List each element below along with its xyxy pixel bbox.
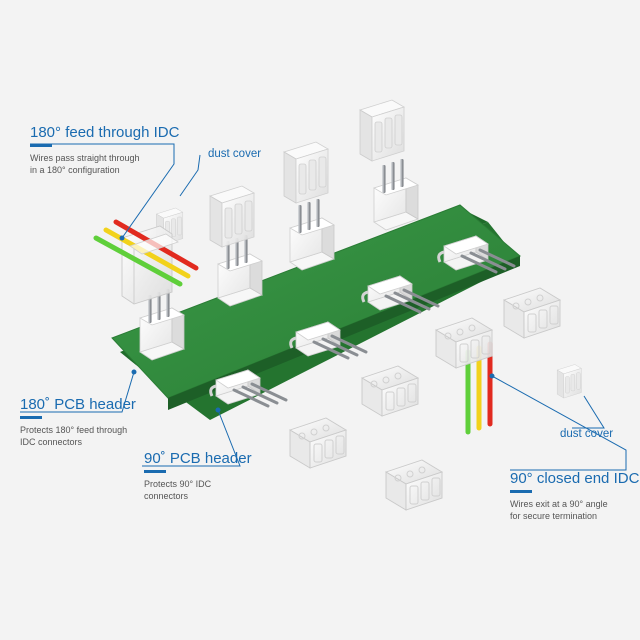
idc-connector-4: [385, 459, 443, 511]
callout-description: Protects 90° IDC connectors: [144, 479, 212, 501]
callout-pcb-header-180: 180˚ PCB header Protects 180° feed throu…: [20, 396, 136, 448]
dust-cover-2: [283, 141, 329, 204]
callout-pcb-header-90: 90˚ PCB header Protects 90° IDC connecto…: [144, 450, 252, 502]
idc-connector-3: [289, 417, 347, 469]
callout-description: Wires exit at a 90° angle for secure ter…: [510, 499, 608, 521]
callout-closed-end-idc: 90° closed end IDC Wires exit at a 90° a…: [510, 470, 639, 522]
callout-feed-through-idc: 180° feed through IDC Wires pass straigh…: [30, 124, 179, 176]
idc-connector-1: [503, 287, 561, 339]
dust-cover-1: [209, 185, 255, 248]
callout-title: 90˚ PCB header: [144, 450, 252, 467]
idc-connector-2: [361, 365, 419, 417]
label-dust-cover-right: dust cover: [560, 428, 614, 440]
callout-title: 180˚ PCB header: [20, 396, 136, 413]
callout-description: Protects 180° feed through IDC connector…: [20, 425, 128, 447]
label-dust-cover-top: dust cover: [208, 148, 262, 160]
small-dust-cover-right: [556, 364, 582, 399]
pcb-board: [111, 204, 521, 420]
callout-title: 90° closed end IDC: [510, 470, 640, 487]
leader-lines: [20, 143, 627, 471]
pcb-header-180-c: [290, 199, 334, 270]
callout-description: Wires pass straight through in a 180° co…: [30, 153, 140, 175]
pcb-header-180-d: [374, 159, 418, 230]
closed-end-idc: [435, 317, 493, 435]
callout-accent-bar: [20, 416, 42, 419]
callout-title: 180° feed through IDC: [30, 124, 180, 141]
callout-accent-bar: [510, 490, 532, 493]
callout-accent-bar: [144, 470, 166, 473]
callout-accent-bar: [30, 144, 52, 147]
dust-cover-3: [359, 99, 405, 162]
